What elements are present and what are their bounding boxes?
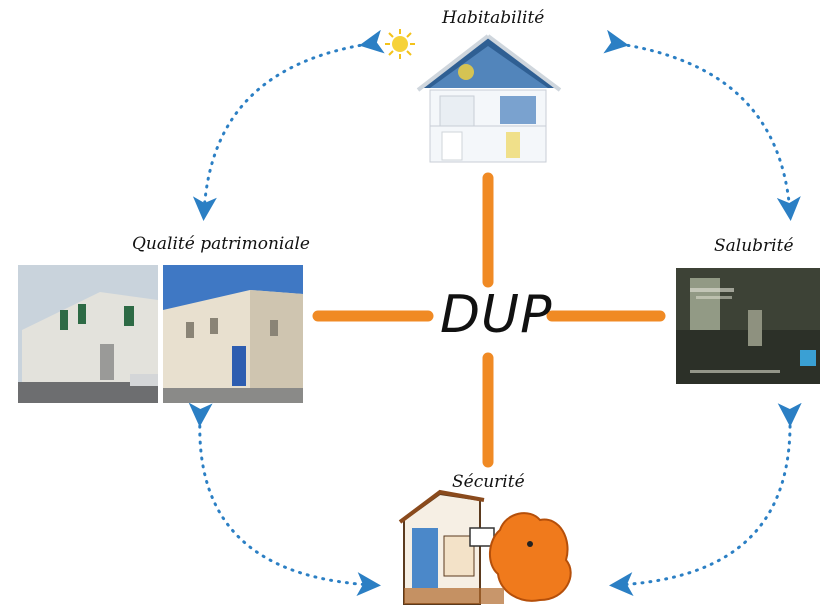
photo-street-left: [18, 265, 158, 403]
photo-damp-room: [676, 268, 820, 384]
node-label-top: Habitabilité: [442, 8, 545, 28]
node-label-left: Qualité patrimoniale: [132, 234, 310, 254]
center-label: DUP: [440, 285, 553, 345]
arrow-top-right: [603, 29, 801, 221]
node-label-bottom: Sécurité: [452, 472, 525, 492]
arrow-bottom-left: [188, 402, 381, 597]
node-label-right: Salubrité: [714, 236, 794, 256]
photo-street-right: [163, 265, 303, 403]
arrow-top-left: [192, 29, 385, 221]
house-illustration: [416, 34, 562, 163]
sun-icon: [385, 29, 415, 59]
fire-illustration: [398, 489, 572, 605]
arrow-bottom-right: [609, 402, 802, 597]
